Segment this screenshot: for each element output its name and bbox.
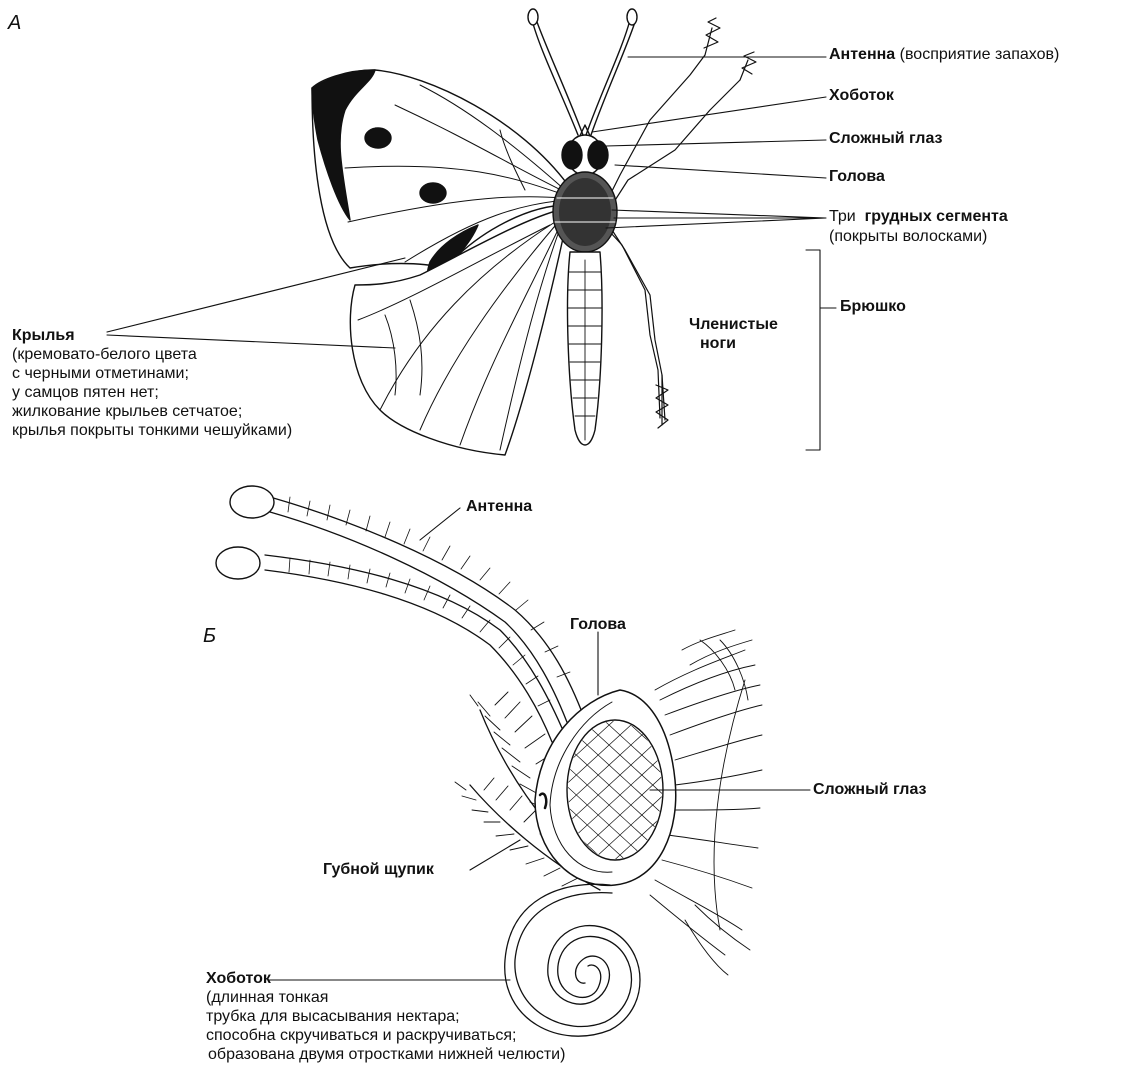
label-wings-note-3: у самцов пятен нет;: [12, 383, 159, 402]
label-thorax: Три грудных сегмента: [829, 207, 1008, 226]
label-legs-line2: ноги: [700, 334, 736, 353]
label-antenna-a-name: Антенна: [829, 46, 895, 63]
label-wings-note-1: (кремовато-белого цвета: [12, 345, 197, 364]
label-proboscis-a: Хоботок: [829, 86, 894, 105]
label-abdomen: Брюшко: [840, 297, 906, 316]
label-antenna-a-note: (восприятие запахов): [900, 46, 1060, 63]
label-proboscis-b-note-1: (длинная тонкая: [206, 988, 328, 1007]
label-proboscis-b-note-3: способна скручиваться и раскручиваться;: [206, 1026, 516, 1045]
label-labial-palp: Губной щупик: [323, 860, 434, 879]
label-proboscis-b: Хоботок: [206, 969, 271, 988]
forewing-spot: [365, 128, 391, 148]
forewing-spot: [420, 183, 446, 203]
panel-a-letter: А: [8, 12, 21, 35]
label-head-b: Голова: [570, 615, 626, 634]
label-proboscis-b-note-2: трубка для высасывания нектара;: [206, 1007, 460, 1026]
label-wings: Крылья: [12, 326, 75, 345]
label-wings-note-4: жилкование крыльев сетчатое;: [12, 402, 242, 421]
label-legs-line1: Членистые: [689, 315, 778, 334]
legs: [605, 18, 756, 428]
label-antenna-b: Антенна: [466, 497, 532, 516]
label-thorax-note: (покрыты волосками): [829, 227, 987, 246]
butterfly-eye: [588, 141, 608, 169]
butterfly-illustration: [312, 9, 756, 455]
panel-b-letter: Б: [203, 625, 216, 648]
closeup-antennae: [216, 486, 585, 742]
label-compound-eye-a: Сложный глаз: [829, 129, 943, 148]
label-wings-note-2: с черными отметинами;: [12, 364, 189, 383]
head-closeup-illustration: [216, 486, 762, 1036]
butterfly-eye: [562, 141, 582, 169]
label-antenna-a: Антенна (восприятие запахов): [829, 45, 1059, 64]
label-thorax-prefix: Три: [829, 208, 856, 225]
label-compound-eye-b: Сложный глаз: [813, 780, 927, 799]
label-head-a: Голова: [829, 167, 885, 186]
closeup-proboscis: [505, 884, 640, 1036]
label-thorax-name: грудных сегмента: [865, 208, 1008, 225]
butterfly-antennae: [528, 9, 637, 135]
label-proboscis-b-note-4: образована двумя отростками нижней челюс…: [208, 1045, 565, 1064]
label-wings-note-5: крылья покрыты тонкими чешуйками): [12, 421, 292, 440]
